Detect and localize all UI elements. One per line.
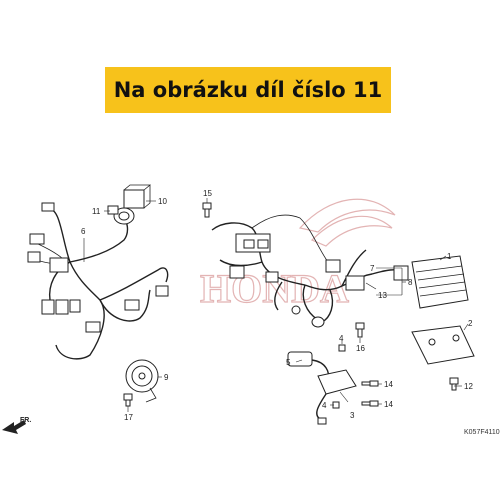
connector-left-c [49,257,69,273]
bolt-16 [355,322,365,338]
ring-terminal-b [291,305,301,315]
plug-cap [287,351,313,367]
wire-harness-main [211,214,409,328]
banner-text: Na obrázku díl číslo 11 [113,78,383,102]
regulator-bracket [411,325,475,365]
connector-top-left [41,202,55,212]
harness-grommet-inner [118,211,130,221]
bolt-14-b [361,400,379,407]
leader-lines [83,198,469,412]
callout-13: 13 [378,291,387,300]
bolt-17 [123,393,133,407]
connector-right-a [124,299,140,311]
callout-4-top: 4 [339,334,344,343]
horn-center [138,372,146,380]
bolt-14-a [361,380,379,387]
bolt-4-a [338,344,346,352]
connector-right-b [155,285,169,297]
bracket-plate [411,325,475,365]
callout-17: 17 [124,413,133,422]
connector-left-a [29,233,45,245]
coil-body [317,369,357,395]
callout-4-bottom: 4 [322,401,327,410]
connector-main-f [393,265,409,281]
connector-block-a [41,299,55,315]
front-direction-indicator: FR. [2,417,31,434]
harness-clamp [85,321,101,333]
ring-terminal-a [311,316,325,328]
callout-14-bottom: 14 [384,400,393,409]
connector-main-d [325,259,341,273]
relay-assembly [107,184,152,215]
horn-assembly [125,359,159,403]
connector-main-c [265,271,279,283]
callout-11: 11 [92,207,101,216]
callout-16: 16 [356,344,365,353]
callout-6: 6 [81,227,86,236]
callout-7: 7 [370,264,375,273]
callout-14-top: 14 [384,380,393,389]
callout-10: 10 [158,197,167,206]
bolt-15 [202,202,212,218]
front-arrow-icon [2,420,26,434]
coil-terminal [317,417,327,425]
connector-block-c [69,299,81,313]
callout-9: 9 [164,373,169,382]
connector-block-b [55,299,69,315]
callout-1: 1 [447,252,452,261]
brand-watermark: HONDA [199,198,396,312]
connector-main-e [345,275,365,291]
callout-15: 15 [203,189,212,198]
callout-3: 3 [350,411,355,420]
connector-main-b [229,265,245,279]
relay-body [123,189,145,209]
connector-left-b [27,251,41,263]
ignition-coil [287,351,357,425]
callout-2: 2 [468,319,473,328]
wire-harness-left [27,202,169,360]
regulator-rectifier [411,255,469,309]
relay-rubber-mount [107,205,119,215]
callout-8: 8 [408,278,413,287]
bolt-12 [449,377,459,391]
part-number-banner: Na obrázku díl číslo 11 [105,67,391,113]
front-label: FR. [20,417,31,424]
callout-5: 5 [286,358,291,367]
regulator-body [411,255,469,309]
diagram-code: K057F4110 [464,429,500,436]
callout-12: 12 [464,382,473,391]
